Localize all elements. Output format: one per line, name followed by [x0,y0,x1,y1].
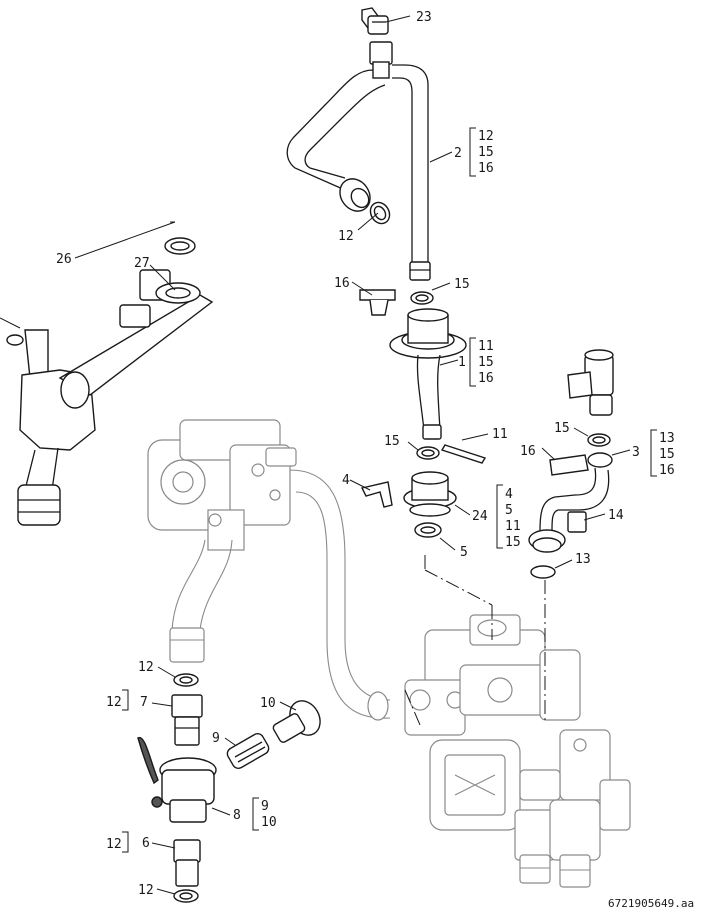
label-12-bracket-a: 12 [106,695,122,710]
label-11: 11 [492,427,508,442]
part-11-clip [440,444,487,464]
label-12-bottom: 12 [138,883,154,898]
group-brackets [122,127,657,853]
part-23-elbow [361,7,389,35]
label-9: 9 [212,731,220,746]
part-26-siphon [6,269,214,526]
part-4-clip [360,481,393,508]
group-24-item-3: 11 [505,519,521,534]
ghost-pump-assembly [147,419,631,888]
label-24: 24 [472,509,488,524]
label-14: 14 [608,508,624,523]
group-1-item-3: 16 [478,371,494,386]
group-3-item-1: 13 [659,431,675,446]
group-2-item-3: 16 [478,161,494,176]
label-4: 4 [342,473,350,488]
label-2: 2 [454,146,462,161]
group-24-item-2: 5 [505,503,513,518]
assembly-axes [404,555,546,726]
group-3-item-3: 16 [659,463,675,478]
group-24-item-4: 15 [505,535,521,550]
label-10: 10 [260,696,276,711]
label-6: 6 [142,836,150,851]
part-14-sensor [567,511,587,533]
label-8: 8 [233,808,241,823]
group-2-item-2: 15 [478,145,494,160]
part-6-fitting [173,839,201,887]
label-3: 3 [632,445,640,460]
part-2-pipe [286,41,431,281]
label-15-right: 15 [554,421,570,436]
label-5: 5 [460,545,468,560]
group-8-item-2: 10 [261,815,277,830]
label-12-bracket-b: 12 [106,837,122,852]
label-1: 1 [458,355,466,370]
label-12-a: 12 [138,660,154,675]
part-3-elbow [528,452,613,553]
group-8-item-1: 9 [261,799,269,814]
part-3-pipe-assembly [567,349,614,416]
part-8-ball-valve [137,737,217,823]
part-9-strainer [226,732,270,770]
leader-lines [0,15,631,895]
label-15-top: 15 [454,277,470,292]
part-10-strainer-cap [272,700,321,743]
label-23: 23 [416,10,432,25]
part-7-fitting [171,694,203,746]
part-24-adapter [403,471,457,517]
part-13-ring [530,565,556,579]
drawing-code: 6721905649.aa [608,897,694,910]
label-13: 13 [575,552,591,567]
group-24-item-1: 4 [505,487,513,502]
group-1-item-1: 11 [478,339,494,354]
label-27: 27 [134,256,150,271]
label-12-top: 12 [338,229,354,244]
part-1-flange-pipe [389,308,467,440]
group-1-item-2: 15 [478,355,494,370]
label-15-mid: 15 [384,434,400,449]
group-2-item-1: 12 [478,129,494,144]
label-7: 7 [140,695,148,710]
label-16-right: 16 [520,444,536,459]
label-26: 26 [56,252,72,267]
group-3-item-2: 15 [659,447,675,462]
label-16-top: 16 [334,276,350,291]
part-16-clip-top [359,289,396,316]
